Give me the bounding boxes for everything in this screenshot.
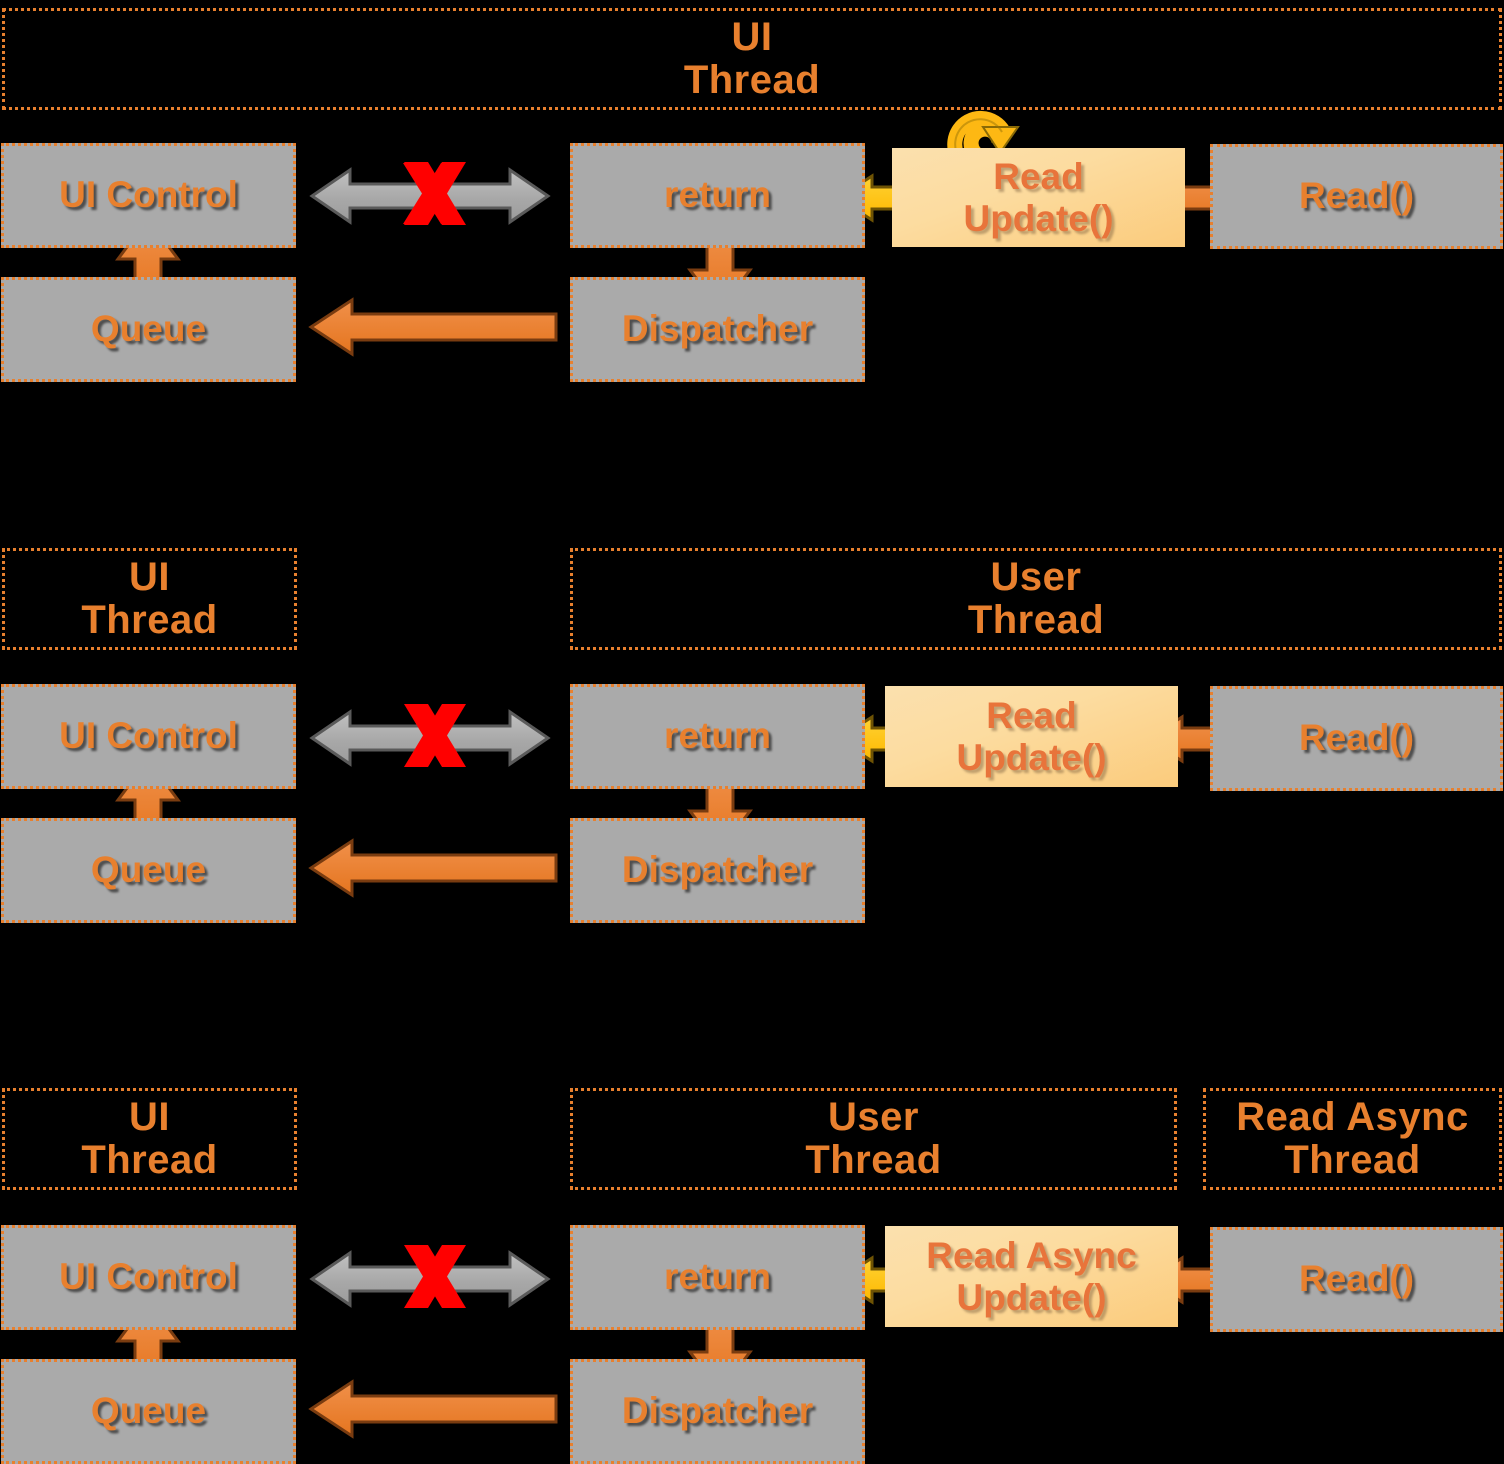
node-label: return — [664, 715, 771, 757]
banner-label: UI Thread — [683, 14, 821, 102]
node-return-3[interactable]: return — [570, 1225, 865, 1330]
node-label: Read Update() — [956, 695, 1107, 778]
node-label: return — [664, 1256, 771, 1298]
node-label: Queue — [90, 1390, 207, 1432]
node-return-1[interactable]: return — [570, 143, 865, 248]
node-dispatcher-2[interactable]: Dispatcher — [570, 818, 865, 923]
node-queue-2[interactable]: Queue — [1, 818, 296, 923]
node-label: UI Control — [59, 174, 238, 216]
node-label: Dispatcher — [621, 1390, 814, 1432]
node-read-call-3[interactable]: Read() — [1210, 1227, 1503, 1332]
node-ui-control-3[interactable]: UI Control — [1, 1225, 296, 1330]
node-label: Queue — [90, 308, 207, 350]
banner-ui-thread-2: UI Thread — [2, 548, 297, 650]
banner-user-thread-2: User Thread — [570, 548, 1502, 650]
node-read-call-2[interactable]: Read() — [1210, 686, 1503, 791]
red-x-icon-2 — [404, 704, 466, 767]
banner-ui-thread-3: UI Thread — [2, 1088, 297, 1190]
banner-user-thread-3: User Thread — [570, 1088, 1177, 1190]
red-x-icon-1 — [403, 162, 466, 225]
node-queue-1[interactable]: Queue — [1, 277, 296, 382]
node-label: Read() — [1298, 1258, 1415, 1300]
banner-ui-thread-1: UI Thread — [2, 8, 1502, 110]
arrow-dispatcher-to-queue-1 — [308, 297, 558, 357]
node-label: UI Control — [59, 1256, 238, 1298]
node-ui-control-2[interactable]: UI Control — [1, 684, 296, 789]
blocked-double-arrow-3 — [310, 1251, 550, 1307]
node-label: Dispatcher — [621, 849, 814, 891]
node-queue-3[interactable]: Queue — [1, 1359, 296, 1464]
node-return-2[interactable]: return — [570, 684, 865, 789]
node-label: return — [664, 174, 771, 216]
node-label: Read Update() — [963, 156, 1114, 239]
banner-read-async-thread-3: Read Async Thread — [1203, 1088, 1502, 1190]
banner-label: UI Thread — [81, 1094, 218, 1182]
banner-label: User Thread — [805, 1094, 942, 1182]
node-read-async-update-3[interactable]: Read Async Update() — [885, 1226, 1178, 1327]
node-dispatcher-3[interactable]: Dispatcher — [570, 1359, 865, 1464]
node-read-update-1[interactable]: Read Update() — [892, 148, 1185, 247]
blocked-double-arrow-2 — [310, 710, 550, 766]
arrow-dispatcher-to-queue-2 — [308, 838, 558, 898]
node-label: Read() — [1298, 717, 1415, 759]
node-read-call-1[interactable]: Read() — [1210, 144, 1503, 249]
node-label: Read Async Update() — [926, 1235, 1137, 1318]
banner-label: User Thread — [967, 554, 1105, 642]
banner-label: UI Thread — [81, 554, 218, 642]
node-label: Dispatcher — [621, 308, 814, 350]
red-x-icon-3 — [404, 1245, 466, 1308]
node-label: UI Control — [59, 715, 238, 757]
node-ui-control-1[interactable]: UI Control — [1, 143, 296, 248]
blocked-double-arrow-1 — [310, 168, 550, 224]
node-label: Queue — [90, 849, 207, 891]
node-read-update-2[interactable]: Read Update() — [885, 686, 1178, 787]
node-dispatcher-1[interactable]: Dispatcher — [570, 277, 865, 382]
banner-label: Read Async Thread — [1236, 1094, 1469, 1182]
node-label: Read() — [1298, 175, 1415, 217]
arrow-dispatcher-to-queue-3 — [308, 1379, 558, 1439]
